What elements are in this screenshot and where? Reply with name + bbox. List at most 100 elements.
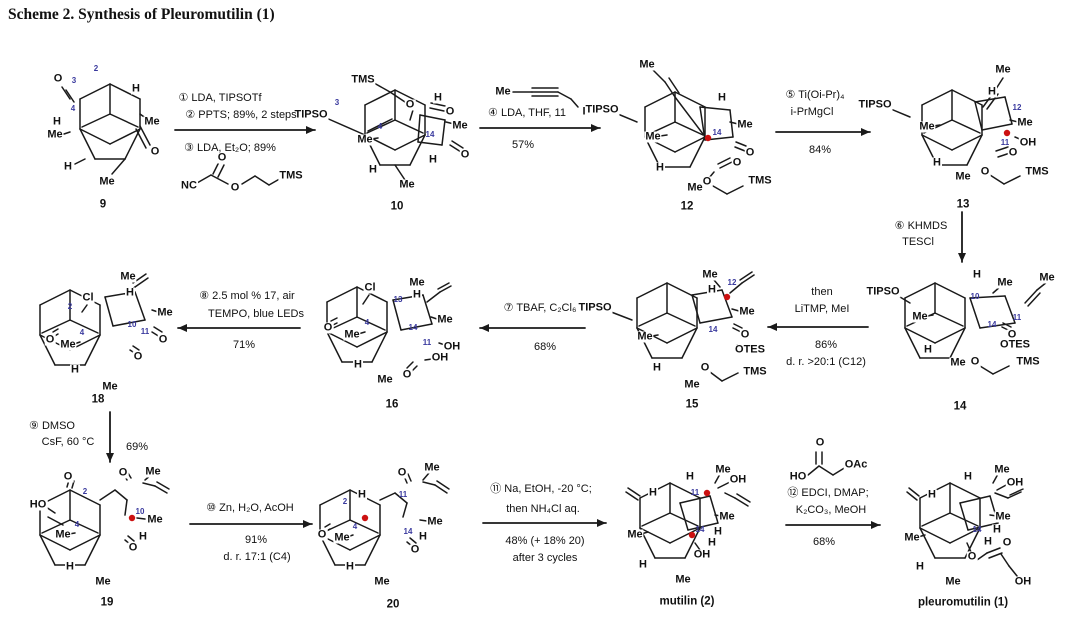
bond xyxy=(625,491,639,501)
bond xyxy=(674,121,704,136)
bond xyxy=(430,316,438,320)
reaction-conditions: 69% xyxy=(125,440,149,453)
bond xyxy=(721,372,739,382)
atom-label: TMS xyxy=(278,169,304,182)
bond xyxy=(1002,322,1012,328)
atom-label: O xyxy=(127,541,139,554)
atom-locant: 12 xyxy=(1012,103,1022,112)
atom-locant: 4 xyxy=(79,328,85,337)
atom-label: OTES xyxy=(999,338,1031,351)
atom-label: H xyxy=(685,470,695,483)
atom-label: O xyxy=(216,151,228,164)
reaction-conditions: ⑫ EDCI, DMAP; xyxy=(787,486,869,499)
atom-label: H xyxy=(652,361,662,374)
reaction-conditions: 86% xyxy=(814,338,838,351)
atom-locant: 14 xyxy=(403,527,413,536)
atom-label: OH xyxy=(1013,575,1033,588)
bond xyxy=(367,118,393,132)
bond xyxy=(666,327,698,344)
reaction-conditions: d. r. >20:1 (C12) xyxy=(786,355,866,368)
compound-label: 12 xyxy=(680,200,694,213)
bond xyxy=(719,161,733,169)
atom-label: H xyxy=(65,560,75,573)
atom-label: H xyxy=(131,82,141,95)
arrowhead xyxy=(597,519,606,527)
bond xyxy=(153,326,163,333)
bond xyxy=(74,158,86,165)
bond xyxy=(394,164,406,181)
atom-locant: 14 xyxy=(708,325,718,334)
reaction-conditions: 71% xyxy=(232,338,256,351)
reaction-conditions: ① LDA, TIPSOTf xyxy=(178,91,262,104)
bond xyxy=(966,134,983,166)
bond xyxy=(99,489,116,501)
atom-locant: 4 xyxy=(70,104,76,113)
bond xyxy=(709,495,719,524)
bond xyxy=(326,331,343,363)
bond xyxy=(323,116,366,136)
atom-label: H xyxy=(963,470,973,483)
bond xyxy=(241,175,256,185)
bond xyxy=(39,334,56,366)
atom-label: OH xyxy=(430,351,450,364)
atom-label: Me xyxy=(146,513,164,526)
reaction-conditions: ⑤ Ti(Oi-Pr)₄ xyxy=(785,88,845,101)
bond xyxy=(979,365,994,375)
atom-label: Me xyxy=(683,378,701,391)
atom-label: H xyxy=(972,268,982,281)
atom-label: O xyxy=(396,466,408,479)
bond xyxy=(976,552,988,561)
atom-locant: 14 xyxy=(695,525,705,534)
bond xyxy=(641,512,671,527)
stereocenter-dot xyxy=(128,514,136,522)
bond xyxy=(669,512,699,527)
reaction-conditions: ⑪ Na, EtOH, -20 °C; xyxy=(490,482,592,495)
bond xyxy=(41,519,71,534)
stereocenter-dot xyxy=(723,293,731,301)
compound-label: 13 xyxy=(956,198,970,211)
arrowhead xyxy=(871,521,880,529)
bond xyxy=(992,365,1010,375)
bond xyxy=(441,119,446,146)
bond xyxy=(394,134,426,151)
atom-label: O xyxy=(316,528,328,541)
atom-label: H xyxy=(353,358,363,371)
bond xyxy=(104,296,114,327)
bond xyxy=(934,312,964,327)
bond xyxy=(71,480,75,489)
bond xyxy=(69,319,99,334)
bond xyxy=(406,361,414,369)
bond xyxy=(389,91,406,103)
reaction-conditions: then NH₄Cl aq. xyxy=(506,502,580,515)
compound-label: 9 xyxy=(99,198,107,211)
atom-locant: 11 xyxy=(422,338,432,347)
compound-label: 15 xyxy=(685,398,699,411)
bond xyxy=(699,106,731,111)
atom-label: Me xyxy=(994,510,1012,523)
reaction-conditions: ② PPTS; 89%, 2 steps xyxy=(185,108,297,121)
bond xyxy=(136,517,146,520)
atom-locant: 2 xyxy=(67,302,73,311)
bond xyxy=(373,82,391,93)
bond xyxy=(69,534,101,551)
atom-label: Me xyxy=(944,575,962,588)
bond xyxy=(989,174,1005,185)
bond xyxy=(210,174,229,185)
atom-label: Me xyxy=(736,118,754,131)
bond xyxy=(741,274,755,284)
bond xyxy=(127,472,132,479)
bond xyxy=(652,69,666,83)
atom-locant: 4 xyxy=(364,318,370,327)
reaction-conditions: LiTMP, MeI xyxy=(794,302,850,315)
bond xyxy=(196,174,212,184)
bond xyxy=(422,294,433,325)
bond xyxy=(328,316,358,331)
bond xyxy=(212,161,220,175)
bond xyxy=(969,295,1006,299)
bond xyxy=(919,527,951,544)
atom-label: H xyxy=(418,530,428,543)
atom-label: Me xyxy=(903,531,921,544)
bond xyxy=(364,534,381,566)
bond xyxy=(124,499,128,516)
bond xyxy=(134,291,146,321)
